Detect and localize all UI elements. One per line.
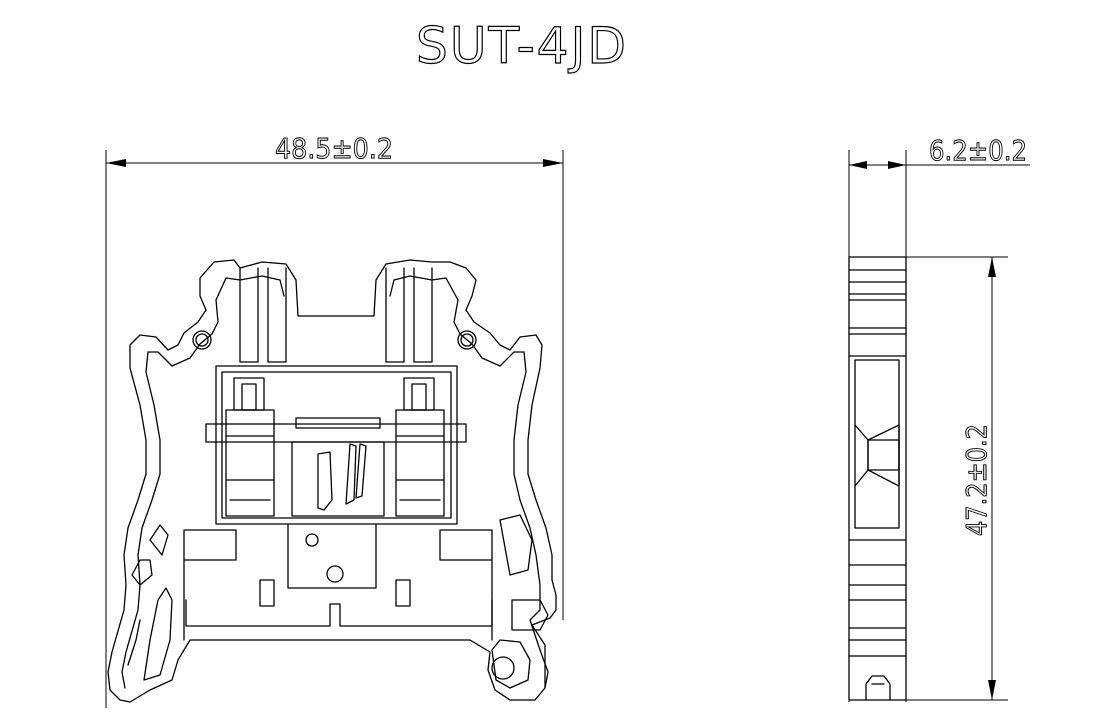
width-dimension: 48.5±0.2 xyxy=(105,132,564,708)
side-view: 6.2±0.2 47.2±0.2 xyxy=(848,134,1030,702)
drawing-title: SUT-4JD xyxy=(416,17,628,75)
front-view: 48.5±0.2 xyxy=(105,132,564,708)
width-dimension-label: 48.5±0.2 xyxy=(275,132,393,165)
thickness-dimension-label: 6.2±0.2 xyxy=(929,134,1027,167)
left-clamp xyxy=(225,377,275,517)
thickness-dimension: 6.2±0.2 xyxy=(848,134,1030,702)
right-clamp xyxy=(395,377,445,517)
terminal-body-outline xyxy=(107,259,557,703)
height-dimension-label: 47.2±0.2 xyxy=(960,424,993,536)
height-dimension: 47.2±0.2 xyxy=(906,256,1008,701)
